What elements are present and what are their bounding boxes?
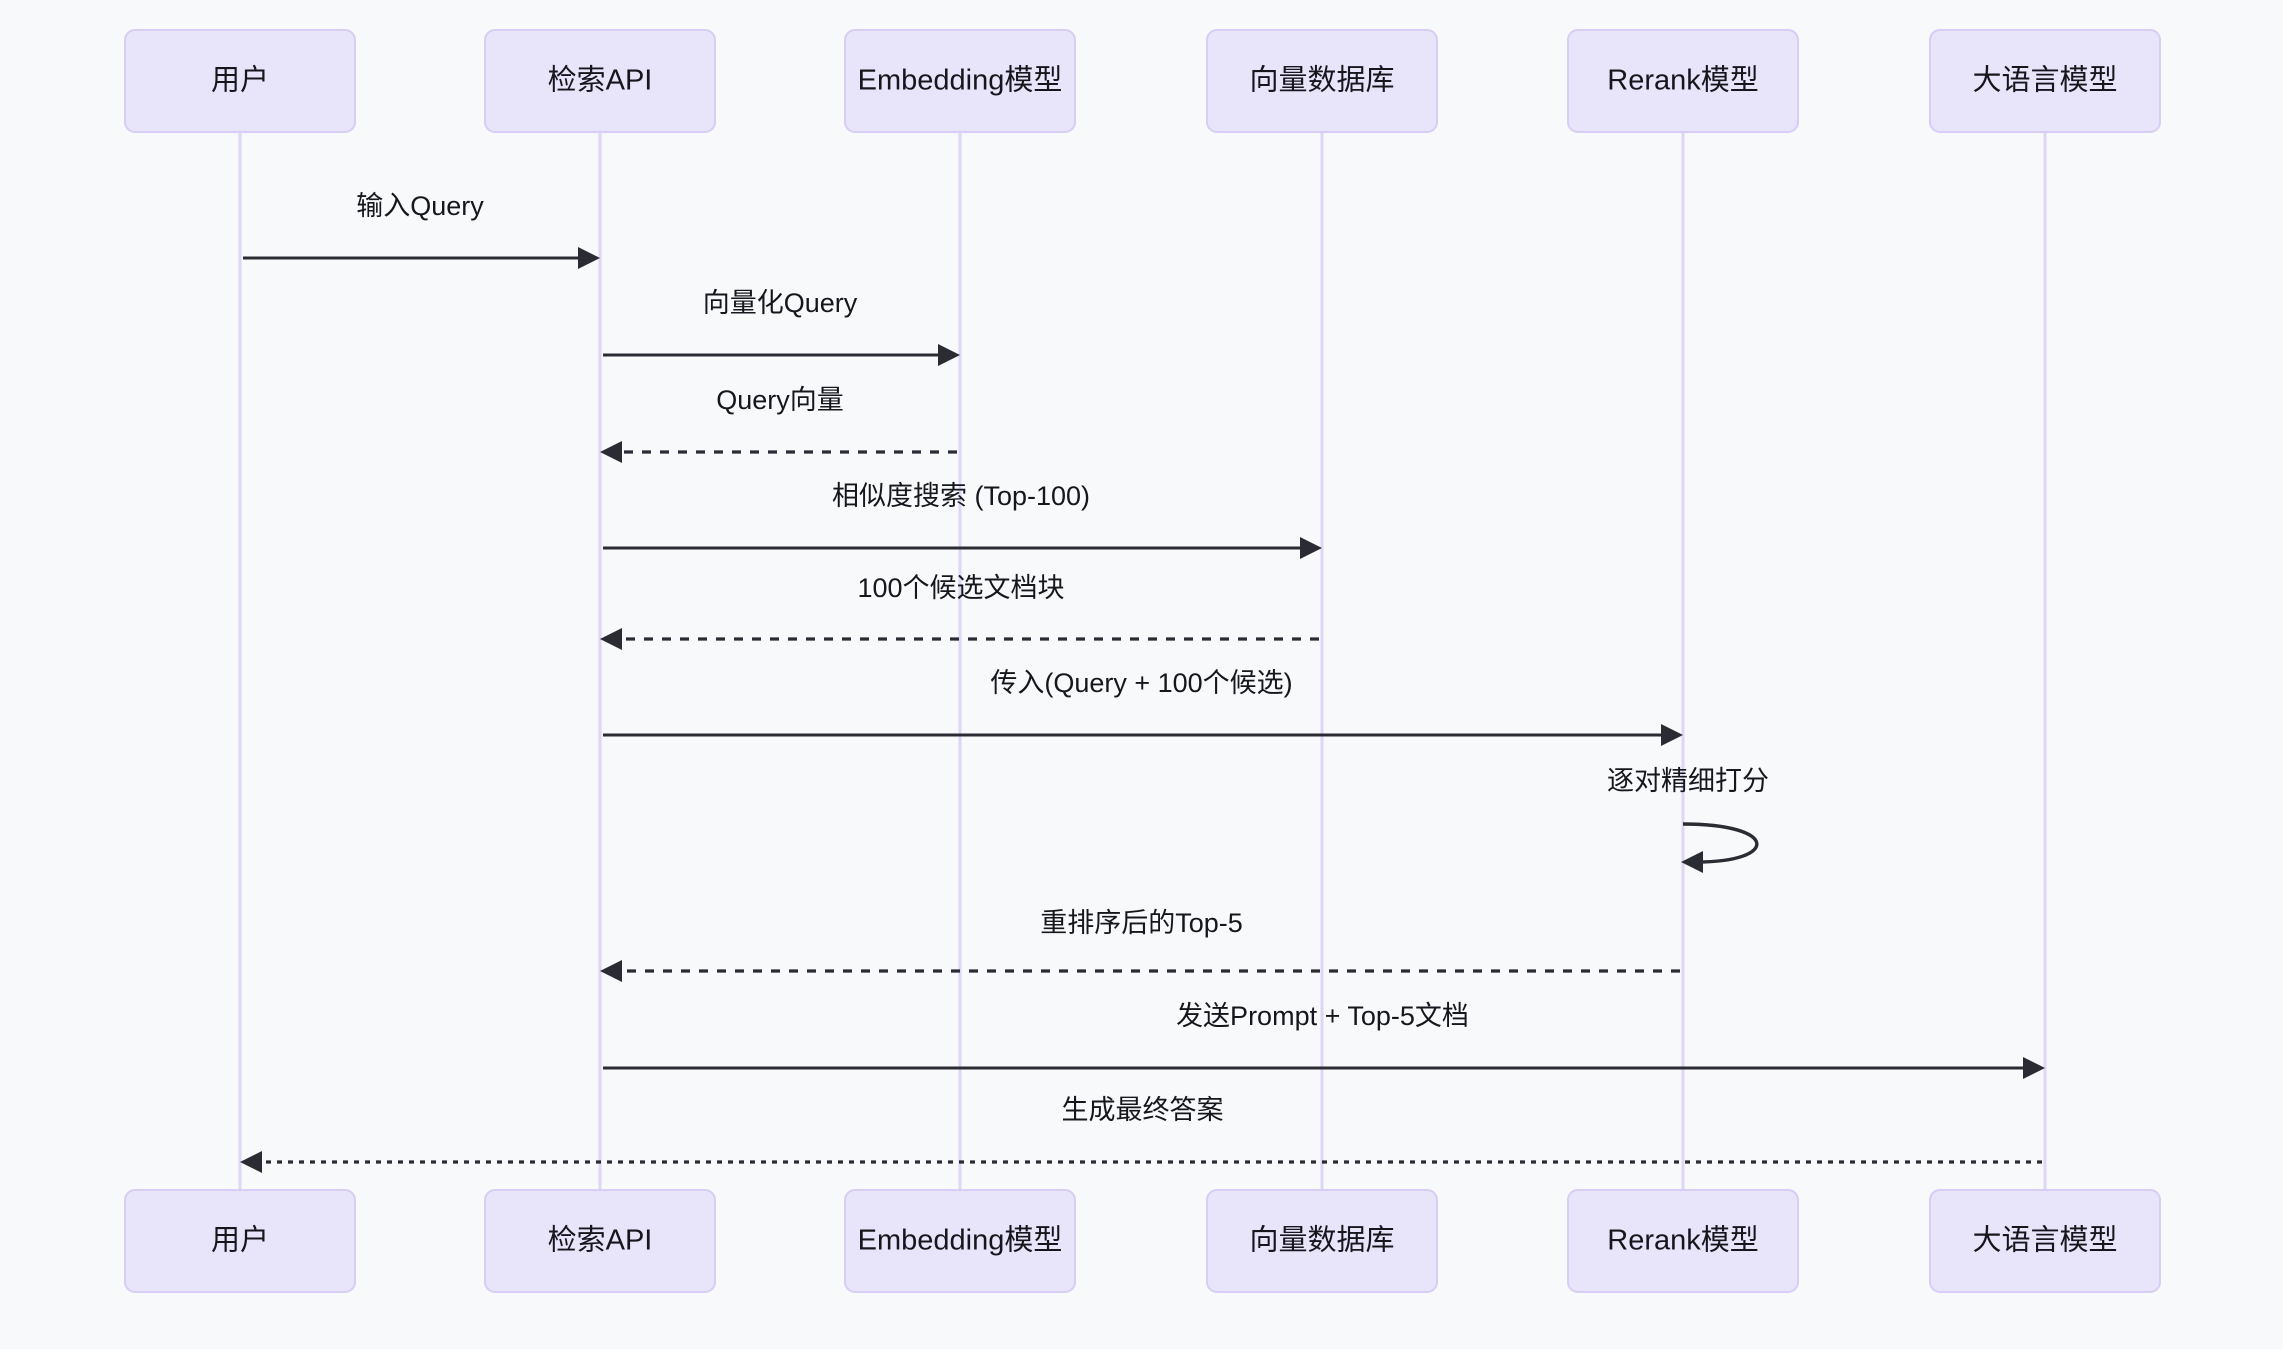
participant-vector_db-top[interactable]: 向量数据库: [1206, 29, 1438, 133]
message-8[interactable]: 重排序后的Top-5: [600, 908, 1680, 982]
participant-box: [484, 1189, 716, 1293]
participant-llm-top[interactable]: 大语言模型: [1929, 29, 2161, 133]
arrow-head: [600, 441, 622, 463]
message-label: 输入Query: [356, 191, 484, 221]
participant-label: 用户: [211, 1224, 269, 1257]
arrow-head: [1661, 724, 1683, 746]
participant-box: [844, 29, 1076, 133]
participant-label: 向量数据库: [1249, 64, 1394, 97]
self-loop-path: [1682, 822, 1759, 864]
arrow-head: [600, 960, 622, 982]
participant-label: Rerank模型: [1607, 64, 1759, 97]
message-label: 逐对精细打分: [1607, 766, 1769, 796]
participant-rerank-bottom[interactable]: Rerank模型: [1567, 1189, 1799, 1293]
participant-box: [1567, 29, 1799, 133]
participant-box: [1567, 1189, 1799, 1293]
participant-search_api-bottom[interactable]: 检索API: [484, 1189, 716, 1293]
message-5[interactable]: 100个候选文档块: [600, 573, 1319, 650]
participant-label: Embedding模型: [858, 1224, 1063, 1257]
participant-box: [1929, 29, 2161, 133]
participant-search_api-top[interactable]: 检索API: [484, 29, 716, 133]
participant-box: [1929, 1189, 2161, 1293]
arrow-head: [578, 247, 600, 269]
participant-box: [484, 29, 716, 133]
actors-bottom-layer: 用户 检索API Embedding模型 向量数据库 Rerank模型 大语言模型: [124, 1189, 2161, 1293]
message-label: 100个候选文档块: [857, 573, 1064, 603]
message-label: 发送Prompt + Top-5文档: [1176, 1001, 1469, 1031]
participant-label: 检索API: [548, 1224, 653, 1257]
message-label: 重排序后的Top-5: [1040, 908, 1243, 938]
participant-box: [1206, 1189, 1438, 1293]
message-10[interactable]: 生成最终答案: [240, 1095, 2042, 1173]
message-7[interactable]: 逐对精细打分: [1607, 766, 1769, 873]
participant-label: 检索API: [548, 64, 653, 97]
message-label: 传入(Query + 100个候选): [990, 668, 1292, 698]
participant-embedding-bottom[interactable]: Embedding模型: [844, 1189, 1076, 1293]
participant-label: Embedding模型: [858, 64, 1063, 97]
message-label: 向量化Query: [703, 288, 858, 318]
message-4[interactable]: 相似度搜索 (Top-100): [603, 481, 1322, 559]
message-label: 相似度搜索 (Top-100): [832, 481, 1090, 511]
participant-embedding-top[interactable]: Embedding模型: [844, 29, 1076, 133]
actors-top-layer: 用户 检索API Embedding模型 向量数据库 Rerank模型 大语言模型: [124, 29, 2161, 133]
message-2[interactable]: 向量化Query: [603, 288, 960, 366]
participant-label: 大语言模型: [1972, 1224, 2117, 1257]
lifelines-layer: [238, 132, 2047, 1190]
participant-llm-bottom[interactable]: 大语言模型: [1929, 1189, 2161, 1293]
message-label: Query向量: [716, 385, 844, 415]
arrow-head: [1681, 851, 1703, 873]
participant-box: [844, 1189, 1076, 1293]
participant-rerank-top[interactable]: Rerank模型: [1567, 29, 1799, 133]
participant-box: [124, 29, 356, 133]
arrow-head: [600, 628, 622, 650]
arrow-head: [1300, 537, 1322, 559]
participant-label: 用户: [211, 64, 269, 97]
arrow-head: [240, 1151, 262, 1173]
arrow-head: [938, 344, 960, 366]
participant-user-top[interactable]: 用户: [124, 29, 356, 133]
participant-box: [1206, 29, 1438, 133]
participant-label: 大语言模型: [1972, 64, 2117, 97]
message-9[interactable]: 发送Prompt + Top-5文档: [603, 1001, 2045, 1079]
participant-vector_db-bottom[interactable]: 向量数据库: [1206, 1189, 1438, 1293]
message-1[interactable]: 输入Query: [243, 191, 600, 269]
arrow-head: [2023, 1057, 2045, 1079]
message-label: 生成最终答案: [1062, 1095, 1224, 1125]
participant-user-bottom[interactable]: 用户: [124, 1189, 356, 1293]
message-3[interactable]: Query向量: [600, 385, 957, 463]
participant-label: Rerank模型: [1607, 1224, 1759, 1257]
participant-box: [124, 1189, 356, 1293]
message-6[interactable]: 传入(Query + 100个候选): [603, 668, 1683, 746]
participant-label: 向量数据库: [1249, 1224, 1394, 1257]
